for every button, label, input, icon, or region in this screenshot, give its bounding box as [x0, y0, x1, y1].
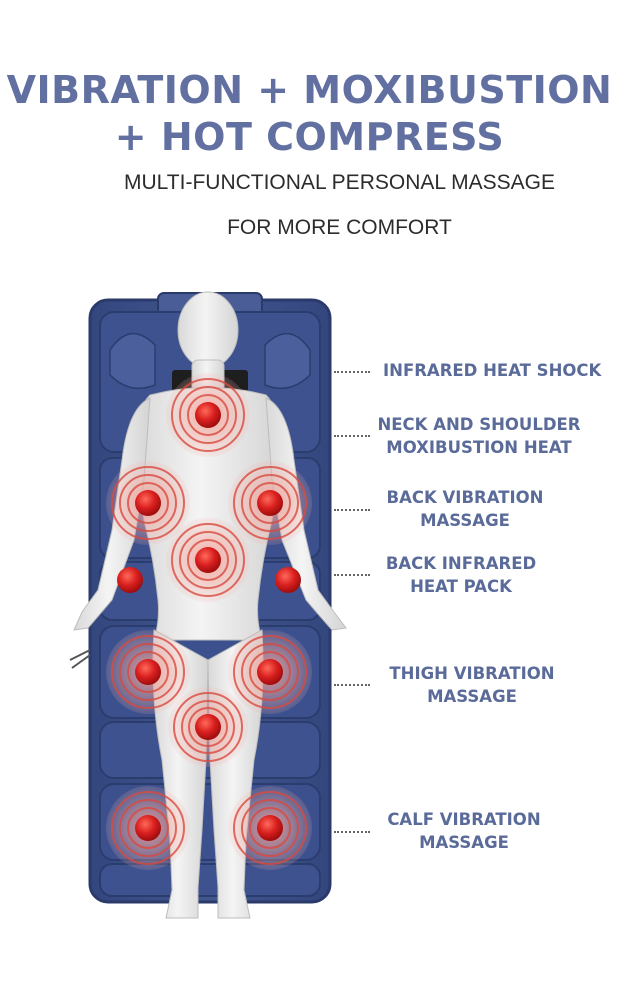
callout-line: MASSAGE: [420, 511, 510, 530]
massage-point-thigh-right: [228, 630, 312, 714]
callout-back-infrared: BACK INFRARED HEAT PACK: [380, 552, 542, 598]
callout-line: MOXIBUSTION HEAT: [386, 438, 572, 457]
controller-cable: [69, 649, 91, 669]
massage-point-neck: [166, 373, 250, 457]
callout-line: MASSAGE: [419, 833, 509, 852]
heat-pack-left: [117, 567, 143, 593]
leader-line-calf: [334, 831, 370, 833]
callout-thigh-vibration: THIGH VIBRATION MASSAGE: [380, 662, 564, 708]
callout-infrared-heat-shock: INFRARED HEAT SHOCK: [383, 359, 601, 382]
callout-neck-shoulder: NECK AND SHOULDER MOXIBUSTION HEAT: [372, 413, 586, 459]
callout-line: THIGH VIBRATION: [389, 664, 555, 683]
callout-calf-vibration: CALF VIBRATION MASSAGE: [380, 808, 548, 854]
callout-line: MASSAGE: [427, 687, 517, 706]
headline-line-1: VIBRATION + MOXIBUSTION: [6, 68, 613, 112]
headline-line-2: + HOT COMPRESS: [114, 115, 505, 159]
massage-point-back-left: [106, 461, 190, 545]
callout-line: NECK AND SHOULDER: [377, 415, 581, 434]
massage-point-lower-back: [166, 518, 250, 602]
leader-line-infrared: [334, 371, 370, 373]
leader-line-heat-pack: [334, 574, 370, 576]
massage-point-thigh-left: [106, 630, 190, 714]
massage-point-calf-right: [228, 786, 312, 870]
leader-line-thigh: [334, 684, 370, 686]
massage-points: [106, 373, 312, 870]
massage-point-calf-left: [106, 786, 190, 870]
callout-back-vibration: BACK VIBRATION MASSAGE: [380, 486, 550, 532]
callout-line: HEAT PACK: [410, 577, 512, 596]
subtitle-line-2: FOR MORE COMFORT: [227, 216, 452, 239]
subtitle-line-1: MULTI-FUNCTIONAL PERSONAL MASSAGE: [124, 171, 555, 194]
callout-line: INFRARED HEAT SHOCK: [383, 361, 602, 380]
callout-line: BACK VIBRATION: [386, 488, 544, 507]
massage-point-back-right: [228, 461, 312, 545]
heat-pack-right: [275, 567, 301, 593]
callout-line: CALF VIBRATION: [387, 810, 541, 829]
callout-line: BACK INFRARED: [385, 554, 537, 573]
massage-point-knee: [168, 687, 248, 767]
leader-line-back-vibration: [334, 509, 370, 511]
leader-line-neck: [334, 435, 370, 437]
